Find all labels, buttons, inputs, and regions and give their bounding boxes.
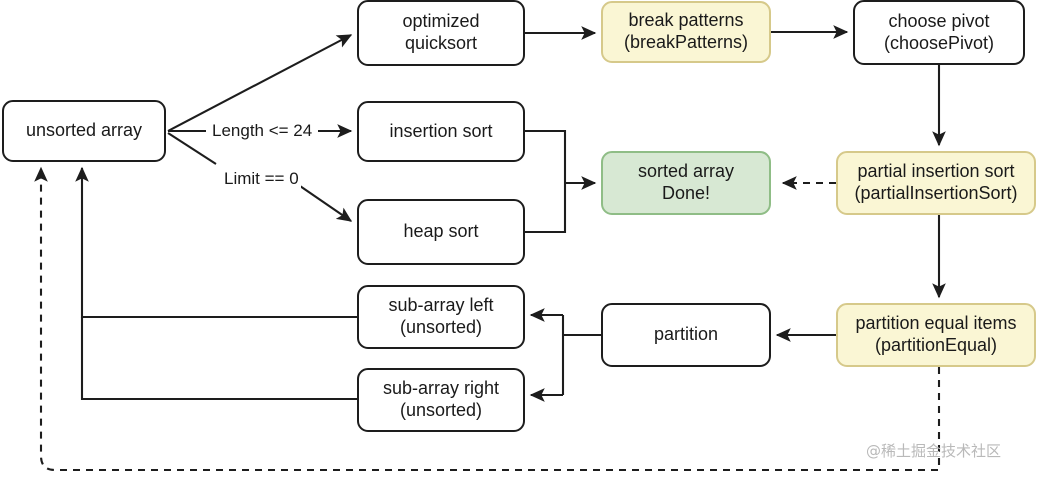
- node-label: partition equal items (partitionEqual): [855, 313, 1017, 355]
- edge-subarrayright-to-unsorted: [80, 317, 357, 401]
- node-partial-insertion-sort[interactable]: partial insertion sort (partialInsertion…: [836, 151, 1036, 215]
- node-sub-array-right[interactable]: sub-array right (unsorted): [357, 368, 525, 432]
- node-label: sub-array left (unsorted): [388, 295, 494, 337]
- node-unsorted-array[interactable]: unsorted array: [2, 100, 166, 162]
- watermark: @稀土掘金技术社区: [866, 442, 1002, 460]
- node-label: choose pivot (choosePivot): [883, 10, 995, 53]
- node-break-patterns[interactable]: break patterns (breakPatterns): [601, 1, 771, 63]
- node-label: break patterns (breakPatterns): [623, 10, 749, 52]
- node-partition[interactable]: partition: [601, 303, 771, 367]
- edge-unsorted-to-heap: [167, 132, 217, 165]
- edge-unsorted-to-quicksort: [167, 34, 353, 132]
- edge-insertion-merge: [525, 129, 567, 234]
- node-label: insertion sort: [389, 120, 493, 141]
- node-insertion-sort[interactable]: insertion sort: [357, 101, 525, 162]
- edge-subarrayleft-to-unsorted: [75, 166, 357, 319]
- node-sorted-array[interactable]: sorted array Done!: [601, 151, 771, 215]
- node-label: sorted array Done!: [637, 161, 735, 203]
- node-sub-array-left[interactable]: sub-array left (unsorted): [357, 285, 525, 349]
- edge-label-limit: Limit == 0: [222, 169, 301, 189]
- edge-unsorted-to-heap-2: [299, 185, 353, 222]
- node-choose-pivot[interactable]: choose pivot (choosePivot): [853, 0, 1025, 65]
- node-label: unsorted array: [25, 120, 143, 141]
- node-label: heap sort: [403, 221, 479, 242]
- node-label: partial insertion sort (partialInsertion…: [854, 161, 1018, 203]
- node-label: partition: [653, 324, 719, 345]
- node-partition-equal-items[interactable]: partition equal items (partitionEqual): [836, 303, 1036, 367]
- node-label: sub-array right (unsorted): [382, 378, 500, 420]
- edge-label-length: Length <= 24: [210, 121, 315, 141]
- node-optimized-quicksort[interactable]: optimized quicksort: [357, 0, 525, 66]
- node-label: optimized quicksort: [402, 11, 480, 53]
- node-heap-sort[interactable]: heap sort: [357, 199, 525, 265]
